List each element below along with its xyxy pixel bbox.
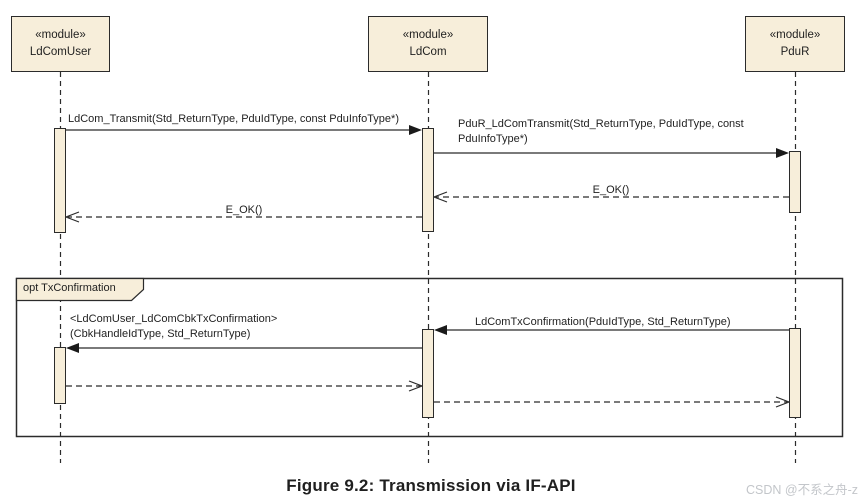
message-label-line: <LdComUser_LdComCbkTxConfirmation> <box>70 313 278 325</box>
participant-stereotype: «module» <box>35 29 86 41</box>
activation-ldcomuser-2 <box>54 347 66 404</box>
participant-name: PduR <box>780 46 810 58</box>
message-label-pdur-ldcomtransmit: PduR_LdComTransmit(Std_ReturnType, PduId… <box>458 117 744 146</box>
message-label-line: PduInfoType*) <box>458 132 528 145</box>
activation-pdur-1 <box>789 151 801 213</box>
message-label-cbktxconfirmation: <LdComUser_LdComCbkTxConfirmation> (CbkH… <box>70 312 277 341</box>
participant-stereotype: «module» <box>769 29 821 41</box>
message-label-line: PduR_LdComTransmit(Std_ReturnType, PduId… <box>458 118 744 130</box>
participant-name: LdCom <box>409 46 447 58</box>
message-label-ldcom-transmit: LdCom_Transmit(Std_ReturnType, PduIdType… <box>68 113 399 125</box>
message-label-eok-ldcom: E_OK() <box>225 204 263 216</box>
opt-fragment-label: opt TxConfirmation <box>23 282 116 294</box>
activation-ldcom-1 <box>422 128 434 232</box>
participant-stereotype: «module» <box>402 29 454 41</box>
figure-caption: Figure 9.2: Transmission via IF-API <box>286 476 576 495</box>
participant-name: LdComUser <box>29 46 92 58</box>
participant-ldcom: «module» LdCom <box>368 16 488 72</box>
activation-ldcomuser-1 <box>54 128 66 233</box>
activation-pdur-2 <box>789 328 801 418</box>
participant-ldcomuser: «module» LdComUser <box>11 16 110 72</box>
participant-pdur: «module» PduR <box>745 16 845 72</box>
message-label-ldcomtxconfirmation: LdComTxConfirmation(PduIdType, Std_Retur… <box>475 316 731 328</box>
csdn-watermark: CSDN @不系之舟-z <box>746 483 858 497</box>
message-label-eok-pdur: E_OK() <box>592 184 630 196</box>
message-label-line: (CbkHandleIdType, Std_ReturnType) <box>70 327 251 340</box>
activation-ldcom-2 <box>422 329 434 418</box>
